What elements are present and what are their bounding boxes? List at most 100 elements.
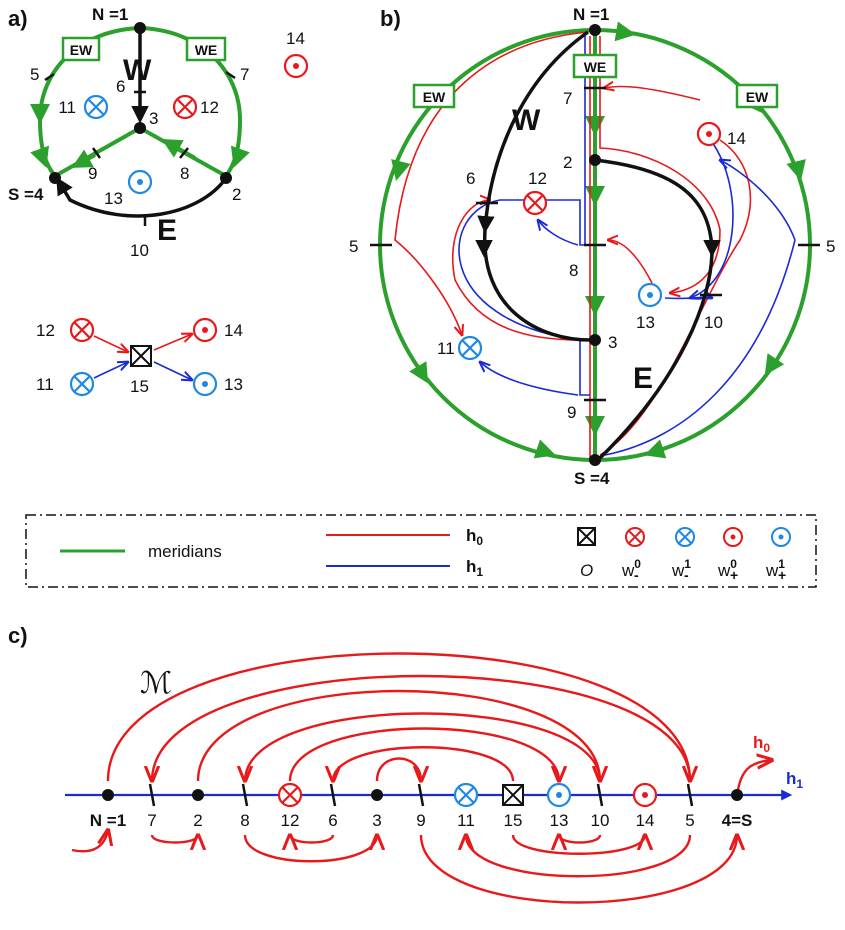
box-ew-b-right-label: EW — [746, 89, 769, 105]
arrow-b3 — [409, 361, 429, 384]
num-8-a: 8 — [180, 164, 189, 183]
seq-node-0 — [102, 789, 114, 801]
wplus0-14-b-dot — [706, 131, 712, 137]
num-11-b: 11 — [437, 339, 455, 358]
panel-c-label: c) — [8, 623, 28, 648]
num-9-a: 9 — [88, 164, 97, 183]
cross-label-15: 15 — [130, 377, 149, 396]
arc-down-4 — [559, 835, 602, 843]
arc-down-2 — [466, 835, 692, 878]
arc-in-n — [71, 830, 108, 853]
h1-9-11 — [480, 362, 579, 396]
node-3-a — [134, 122, 146, 134]
seq-node-14 — [731, 789, 743, 801]
cross-label-11: 11 — [36, 375, 54, 394]
h0-13-8 — [608, 240, 653, 284]
seq-label-10: 13 — [550, 811, 569, 830]
arc-up-4 — [245, 712, 602, 782]
box-we-a — [185, 36, 227, 62]
arc-up-7 — [375, 757, 421, 782]
legend-wplus1-dot — [778, 534, 784, 540]
h1-s-5 — [604, 239, 796, 456]
seq-label-14: 4=S — [722, 811, 753, 830]
seq-node-6 — [371, 789, 383, 801]
num-2-b: 2 — [563, 153, 572, 172]
arrow-a1 — [30, 145, 50, 168]
node-2-b — [589, 154, 601, 166]
h1-13-10 — [664, 297, 712, 298]
tick-9-a — [91, 147, 102, 159]
num-5w-b: 5 — [349, 237, 358, 256]
seq-tick-7 — [417, 783, 425, 807]
num-14-a: 14 — [286, 29, 305, 48]
legend-origin-x — [577, 527, 596, 546]
legend-wminus0-label: w0- — [621, 557, 641, 583]
seq-label-13: 5 — [685, 811, 694, 830]
cross-label-14: 14 — [224, 321, 243, 340]
box-we-b — [572, 53, 618, 79]
h0-14-7 — [604, 86, 701, 101]
script-m-label: ℳ — [140, 667, 172, 700]
box-ew-b-left-label: EW — [423, 89, 446, 105]
wminus1-11-a-cross — [87, 98, 105, 116]
box-we-b-label: WE — [584, 59, 607, 75]
num-3-a: 3 — [149, 109, 158, 128]
label-n-b: N =1 — [573, 5, 609, 24]
arrow-15-14 — [153, 334, 192, 351]
cross-12-x — [73, 321, 91, 339]
node-2-a — [220, 172, 232, 184]
arrow-b4 — [533, 439, 556, 459]
arrow-b7 — [786, 159, 806, 181]
label-s-a: S =4 — [8, 185, 44, 204]
h0-curve-west — [394, 31, 589, 335]
seq-wplus-dot-12 — [642, 792, 648, 798]
seq-label-6: 3 — [372, 811, 381, 830]
sequence-marks — [102, 782, 743, 808]
box-we-a-label: WE — [195, 42, 218, 58]
wplus1-13-a-dot — [137, 179, 143, 185]
label-w-a: W — [123, 54, 152, 87]
num-10-b: 10 — [704, 313, 723, 332]
seq-label-5: 6 — [328, 811, 337, 830]
seq-tick-11 — [596, 783, 604, 807]
num-7-b: 7 — [563, 89, 572, 108]
wplus0-14-a-dot — [293, 63, 299, 69]
seq-origin-x — [502, 784, 524, 806]
arc-down-7 — [150, 835, 198, 843]
seq-tick-1 — [148, 783, 156, 807]
label-e-a: E — [157, 214, 177, 247]
label-s-b: S =4 — [574, 469, 610, 488]
legend-frame — [25, 514, 817, 588]
seq-label-7: 9 — [416, 811, 425, 830]
panel-b-label: b) — [380, 6, 401, 31]
legend: meridians h0 h1 O w0- w1- w0+ w1+ — [25, 514, 817, 588]
seq-label-3: 8 — [240, 811, 249, 830]
num-13-a: 13 — [104, 189, 123, 208]
num-6-b: 6 — [466, 169, 475, 188]
meridian-inner-left-a — [54, 126, 141, 178]
num-13-b: 13 — [636, 313, 655, 332]
h1-5-14 — [720, 160, 796, 241]
wminus0-12-b-x — [526, 194, 544, 212]
origin-15-x — [130, 345, 152, 367]
num-9-b: 9 — [567, 403, 576, 422]
arc-down-6 — [290, 835, 335, 843]
cross-13-dot — [202, 381, 208, 387]
legend-wplus0-label: w0+ — [717, 557, 738, 583]
seq-wminus-x-4 — [281, 786, 299, 804]
edge-w-b — [477, 30, 591, 342]
h0-3-6 — [451, 200, 581, 341]
arrow-11-15 — [93, 362, 128, 379]
panel-b: b) — [349, 5, 835, 488]
sequence-arcs — [71, 652, 737, 904]
seq-label-12: 14 — [636, 811, 655, 830]
legend-wplus0-dot — [730, 534, 736, 540]
arrow-15-13 — [153, 361, 192, 380]
num-6-a: 6 — [116, 77, 125, 96]
node-s-a — [49, 172, 61, 184]
num-7-a: 7 — [240, 65, 249, 84]
wminus1-11-b-x — [461, 339, 479, 357]
box-ew-b-left — [412, 83, 456, 109]
